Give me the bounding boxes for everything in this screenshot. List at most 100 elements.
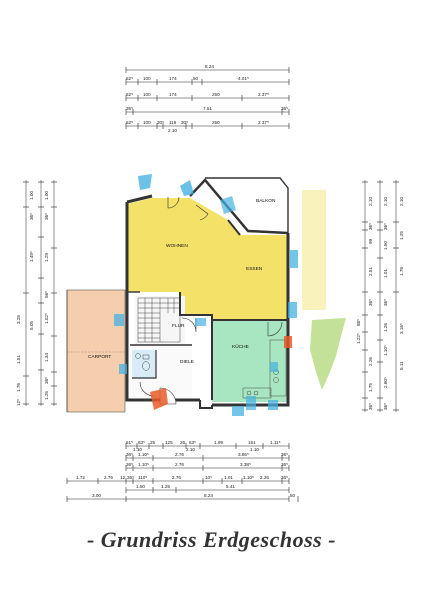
left-dimension-chains — [23, 180, 57, 406]
dim-label: 10⁵ — [205, 475, 212, 480]
dim-label: 125 — [165, 440, 173, 445]
dim-label: 1.01 — [224, 475, 233, 480]
landscape-hedge — [302, 190, 346, 390]
bottom-dimension-chains — [66, 443, 299, 502]
dim-label: 2.37⁵ — [258, 92, 269, 97]
dim-label: 174 — [169, 76, 177, 81]
dim-label: 99 — [368, 238, 373, 244]
dim-label: 2.51 — [368, 267, 373, 276]
dim-label: 5.41 — [226, 484, 235, 489]
top-dimension-labels: 8.24 62⁵ 100 174 50 4.01⁵ 62⁵ 100 174 25… — [126, 64, 288, 133]
dim-label: 2.10 — [368, 197, 373, 206]
right-dimension-chains — [362, 180, 399, 412]
dim-label: 3.00 — [92, 493, 101, 498]
dim-label: 4.01⁵ — [238, 76, 249, 81]
dim-label: 3.38⁵ — [240, 462, 251, 467]
dim-label: 36⁵ — [281, 106, 288, 111]
dim-label: 100 — [143, 76, 151, 81]
dim-label: 36⁵ — [368, 223, 373, 230]
dim-label: 1.11⁵ — [270, 440, 281, 445]
window-highlights — [114, 174, 298, 416]
dim-label: 1.25 — [161, 484, 170, 489]
dim-label: 2.76 — [172, 475, 181, 480]
dim-label: 2.10 — [186, 447, 195, 452]
dim-top-total: 8.24 — [205, 64, 214, 69]
dim-label: 1.10⁵ — [138, 452, 149, 457]
dim-label: 2.10 — [399, 197, 404, 206]
dim-label: 3.25 — [16, 315, 21, 324]
dim-label: 50 — [193, 76, 199, 81]
dim-label: 2.76 — [175, 462, 184, 467]
bottom-dimension-labels: 61⁵ 63⁵ 25 125 26 63⁵ 1.99 151 1.11⁵ 1.1… — [76, 440, 296, 498]
room-fills — [127, 175, 288, 402]
dim-label: 36⁵ — [126, 452, 133, 457]
dim-label: 1.76 — [16, 383, 21, 392]
dim-label: 151 — [248, 440, 256, 445]
dim-label: 1.26 — [383, 323, 388, 332]
dim-label: 63⁵ — [138, 440, 145, 445]
dim-label: 30⁵ — [157, 120, 164, 125]
dim-label: 1.10⁵ — [138, 462, 149, 467]
staircase — [137, 297, 181, 343]
dim-label: 2.26 — [260, 475, 269, 480]
dim-label: 2.37⁵ — [258, 120, 269, 125]
dim-label: 8.24 — [204, 493, 213, 498]
dim-label: 1.50 — [136, 484, 145, 489]
dim-label: 1.00 — [29, 191, 34, 200]
dim-label: 12⁵ — [16, 399, 21, 406]
dim-label: 250 — [212, 120, 220, 125]
dim-label: 36⁵ — [44, 213, 49, 220]
room-label-kueche: KÜCHE — [232, 343, 249, 350]
dim-label: 56⁵ — [44, 291, 49, 298]
dim-label: 2.10 — [168, 128, 177, 133]
dim-label: 115 — [169, 120, 177, 125]
dim-label: 1.10⁵ — [383, 345, 388, 356]
dim-label: 1.22⁵ — [356, 333, 361, 344]
room-label-carport: CARPORT — [88, 354, 111, 360]
dim-label: 2.60⁵ — [383, 377, 388, 388]
dim-label: 3.16⁵ — [399, 323, 404, 334]
dim-label: 1.76 — [399, 267, 404, 276]
dim-label: 1.00 — [44, 191, 49, 200]
dim-label: 1.29 — [44, 253, 49, 262]
top-dimension-chains — [125, 67, 290, 129]
dim-label: 36⁵ — [126, 462, 133, 467]
plan-caption: - Grundriss Erdgeschoss - — [86, 527, 337, 552]
dim-label: 63⁵ — [189, 440, 196, 445]
room-label-balkon: BALKON — [256, 198, 276, 204]
dim-label: 174 — [169, 92, 177, 97]
dim-label: 36⁵ — [127, 475, 134, 480]
dim-label: 1.01 — [383, 269, 388, 278]
dim-label: 100 — [143, 92, 151, 97]
dim-label: 26 — [180, 440, 186, 445]
dim-label: 1.75 — [368, 383, 373, 392]
dim-label: 36⁵ — [281, 475, 288, 480]
left-dimension-labels: 1.00 36⁵ 1.49⁵ 5.05 3.25 1.51 1.76 12⁵ 1… — [16, 191, 49, 406]
dim-label: 1.10 — [133, 447, 142, 452]
dim-label: 1.25 — [399, 231, 404, 240]
right-dimension-labels: 2.10 36⁵ 99 2.51 36⁵ 88⁵ 1.22⁵ 2.26 1.75… — [356, 197, 404, 410]
dim-label: 2.76 — [175, 452, 184, 457]
dim-label: 2.10 — [383, 197, 388, 206]
dim-label: 3.86⁵ — [238, 452, 249, 457]
dim-label: 30⁵ — [181, 120, 188, 125]
dim-label: 36⁵ — [383, 403, 388, 410]
dim-label: 250 — [212, 92, 220, 97]
dim-label: 36⁵ — [383, 299, 388, 306]
dim-label: 1.49⁵ — [29, 251, 34, 262]
dim-label: 1.34 — [44, 353, 49, 362]
dim-label: 36⁵ — [368, 403, 373, 410]
dim-label: 1.25 — [44, 391, 49, 400]
room-label-flur: FLUR — [172, 323, 185, 329]
dim-label: 5.11 — [399, 361, 404, 370]
dim-label: 7.51 — [203, 106, 212, 111]
dim-label: 62⁵ — [126, 120, 133, 125]
dim-label: 110⁵ — [138, 475, 147, 480]
dim-label: 36⁵ — [281, 462, 288, 467]
dim-label: 2.26 — [368, 357, 373, 366]
dim-label: 61⁵ — [126, 440, 133, 445]
dim-label: 88⁵ — [356, 319, 361, 326]
dim-label: 1.10⁵ — [243, 475, 254, 480]
dim-label: 5.05 — [29, 321, 34, 330]
